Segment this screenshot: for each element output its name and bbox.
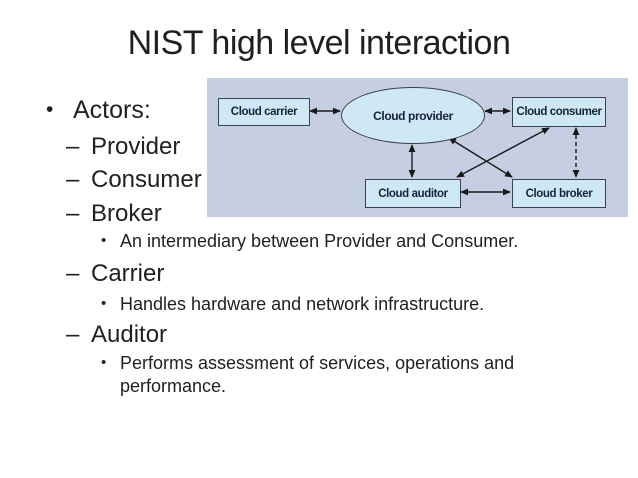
- bullet-item-auditor: – Auditor: [66, 321, 168, 348]
- bullet-item-provider: – Provider: [66, 133, 181, 160]
- bullet-actors: • Actors:: [46, 96, 151, 125]
- bullet-item-label: Auditor: [91, 321, 168, 348]
- bullet-item-label: Carrier: [91, 260, 165, 287]
- bullet-detail-auditor: • Performs assessment of services, opera…: [101, 352, 565, 398]
- bullet-detail-carrier: • Handles hardware and network infrastru…: [101, 293, 565, 316]
- slide-title: NIST high level interaction: [127, 24, 511, 62]
- diagram-arrows: [309, 107, 580, 196]
- dash-bullet-icon: –: [66, 321, 80, 348]
- bullet-actors-label: Actors:: [73, 96, 151, 124]
- bullet-icon: •: [46, 98, 54, 121]
- nist-interaction-diagram: Cloud carrier Cloud provider Cloud consu…: [207, 78, 628, 217]
- node-cloud-provider: Cloud provider: [341, 87, 485, 144]
- bullet-item-label: Consumer: [91, 166, 202, 193]
- sub-bullet-icon: •: [101, 354, 107, 371]
- dash-bullet-icon: –: [66, 260, 80, 287]
- dash-bullet-icon: –: [66, 200, 80, 227]
- sub-bullet-icon: •: [101, 232, 107, 249]
- arrow-provider-broker: [448, 137, 513, 178]
- bullet-detail-text: Handles hardware and network infrastruct…: [120, 294, 485, 314]
- dash-bullet-icon: –: [66, 166, 80, 193]
- arrow-consumer-auditor: [456, 127, 550, 178]
- bullet-detail-text: Performs assessment of services, operati…: [120, 353, 515, 397]
- node-cloud-broker: Cloud broker: [512, 179, 606, 208]
- sub-bullet-icon: •: [101, 295, 107, 312]
- node-cloud-carrier: Cloud carrier: [218, 98, 310, 126]
- bullet-item-label: Broker: [91, 200, 162, 227]
- bullet-detail-text: An intermediary between Provider and Con…: [120, 231, 519, 251]
- bullet-item-broker: – Broker: [66, 200, 162, 227]
- node-cloud-auditor: Cloud auditor: [365, 179, 461, 208]
- bullet-item-label: Provider: [91, 133, 181, 160]
- dash-bullet-icon: –: [66, 133, 80, 160]
- bullet-item-consumer: – Consumer: [66, 166, 202, 193]
- bullet-item-carrier: – Carrier: [66, 260, 165, 287]
- bullet-detail-broker: • An intermediary between Provider and C…: [101, 230, 565, 253]
- node-cloud-consumer: Cloud consumer: [512, 97, 606, 127]
